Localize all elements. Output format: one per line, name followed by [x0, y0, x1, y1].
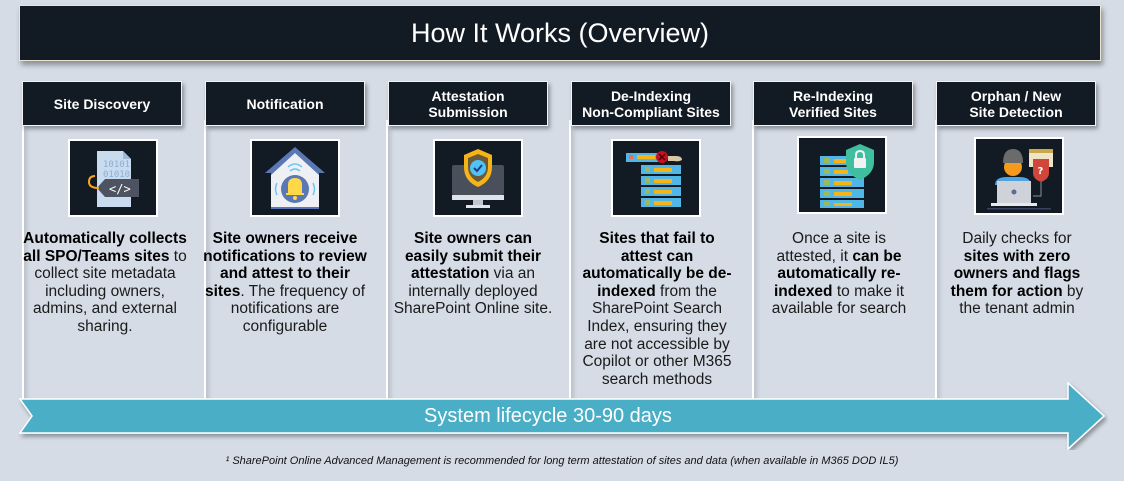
description-bold: sites with zero owners and flags them fo…	[950, 247, 1081, 300]
step-description-orphan-detection: Daily checks for sites with zero owners …	[947, 230, 1087, 318]
description-bold: Site owners receive notifications to rev…	[203, 230, 367, 300]
step-description-de-indexing: Sites that fail to attest can automatica…	[577, 230, 737, 388]
step-header-label-line2: Submission	[428, 103, 508, 120]
shield-check-monitor-icon	[433, 139, 523, 217]
step-column-3	[386, 120, 546, 402]
server-lock-shield-icon	[797, 136, 887, 214]
step-description-site-discovery: Automatically collects all SPO/Teams sit…	[20, 230, 190, 336]
step-header-label: Notification	[246, 95, 324, 112]
server-remove-icon	[611, 139, 701, 217]
svg-text:10101: 10101	[103, 160, 130, 170]
step-header-label-line2: Non-Compliant Sites	[582, 103, 720, 120]
page-title: How It Works (Overview)	[19, 5, 1101, 61]
step-header-label-line1: De-Indexing	[610, 87, 692, 104]
step-header-site-discovery: Site Discovery	[22, 81, 182, 126]
step-header-re-indexing: Re-Indexing Verified Sites	[753, 81, 913, 126]
house-bell-notification-icon	[250, 139, 340, 217]
svg-text:</>: </>	[109, 182, 131, 196]
step-header-label-line2: Site Detection	[969, 103, 1063, 120]
step-description-notification: Site owners receive notifications to rev…	[200, 230, 370, 336]
step-header-de-indexing: De-Indexing Non-Compliant Sites	[571, 81, 731, 126]
description-text: Daily checks for	[962, 230, 1072, 247]
description-text: via an internally deployed SharePoint On…	[393, 265, 553, 318]
lifecycle-arrow	[18, 382, 1106, 450]
lifecycle-label: System lifecycle 30-90 days	[424, 404, 672, 427]
step-header-label-line1: Attestation	[431, 87, 505, 104]
step-description-re-indexing: Once a site is attested, it can be autom…	[765, 230, 913, 318]
step-column-6	[935, 120, 1095, 402]
step-column-1	[22, 120, 182, 402]
step-header-label: Site Discovery	[53, 95, 151, 112]
description-text: . The frequency of notifications are con…	[230, 282, 365, 335]
description-bold: Site owners can easily submit their atte…	[404, 230, 542, 283]
description-text: from the SharePoint Search Index, ensuri…	[582, 282, 732, 388]
description-text: by the tenant admin	[959, 282, 1084, 318]
step-header-label-line2: Verified Sites	[789, 103, 877, 120]
description-bold: can be automatically re-indexed	[773, 247, 902, 300]
user-laptop-question-icon: ?	[974, 137, 1064, 215]
description-bold: Automatically collects all SPO/Teams sit…	[23, 230, 187, 265]
step-column-4	[569, 120, 729, 402]
description-text: to make it available for search	[771, 282, 907, 318]
svg-text:01010: 01010	[103, 170, 130, 180]
description-text: Once a site is attested, it	[776, 230, 886, 265]
step-description-attestation-submission: Site owners can easily submit their atte…	[393, 230, 553, 318]
step-header-notification: Notification	[205, 81, 365, 126]
svg-text:?: ?	[1038, 166, 1044, 177]
description-bold: Sites that fail to attest can automatica…	[582, 230, 732, 300]
step-header-orphan-detection: Orphan / New Site Detection	[936, 81, 1096, 126]
step-column-5	[752, 120, 912, 402]
step-header-attestation-submission: Attestation Submission	[388, 81, 548, 126]
footnote: ¹ SharePoint Online Advanced Management …	[225, 455, 899, 467]
step-header-label-line1: Orphan / New	[970, 87, 1062, 104]
description-text: to collect site metadata including owner…	[33, 247, 187, 335]
step-column-2	[204, 120, 364, 402]
code-document-tag-icon: 10101 01010 </>	[68, 139, 158, 217]
step-header-label-line1: Re-Indexing	[792, 87, 874, 104]
